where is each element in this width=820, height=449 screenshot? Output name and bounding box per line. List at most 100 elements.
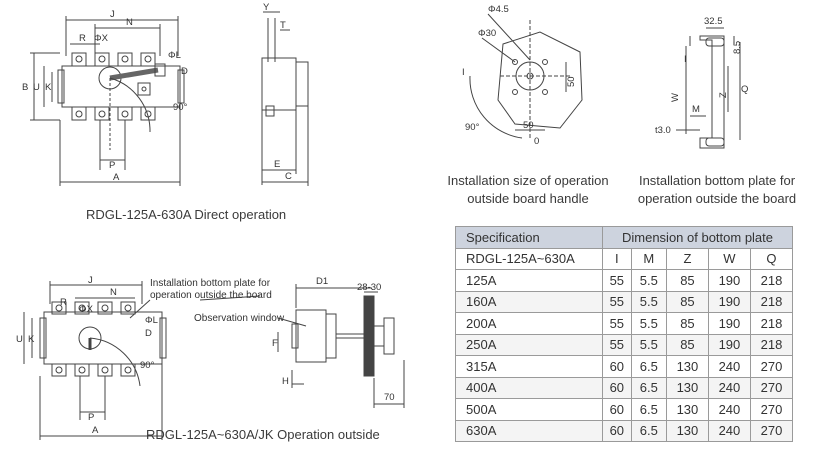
dim-N: N xyxy=(126,17,133,28)
dim-N-outside: N xyxy=(110,287,117,298)
dim-D: D xyxy=(181,66,188,77)
dim-W: W xyxy=(670,93,681,102)
callout-plate-line1: Installation bottom plate for xyxy=(150,278,271,289)
dimension-table: Specification Dimension of bottom plate … xyxy=(455,226,794,442)
caption-direct-operation: RDGL-125A-630A Direct operation xyxy=(86,207,287,222)
cell-M: 5.5 xyxy=(630,333,667,356)
front-view-outside xyxy=(23,281,167,440)
subheader-I: I xyxy=(602,247,632,270)
dim-B: B xyxy=(22,82,28,93)
header-specification: Specification xyxy=(455,226,603,249)
cell-Z: 85 xyxy=(665,312,709,335)
dim-Z: Z xyxy=(718,92,729,98)
caption-handle-line2: outside board handle xyxy=(467,191,589,206)
cell-spec: 160A xyxy=(455,290,603,313)
dim-I-plate: I xyxy=(684,54,687,65)
cell-W: 190 xyxy=(707,290,751,313)
cell-I: 55 xyxy=(602,312,632,335)
side-view-direct xyxy=(261,11,309,186)
front-view-direct xyxy=(30,16,185,186)
cell-I: 55 xyxy=(602,290,632,313)
dim-0: 0 xyxy=(534,136,539,147)
dim-t3: t3.0 xyxy=(655,125,671,136)
cell-Z: 85 xyxy=(665,333,709,356)
dim-phix: ΦX xyxy=(94,33,109,44)
dim-T: T xyxy=(280,20,286,31)
dim-A: A xyxy=(113,172,120,183)
cell-Q: 270 xyxy=(749,419,794,442)
dim-50-vertical: 50 xyxy=(566,76,577,87)
dim-90deg-outside: 90° xyxy=(140,360,155,371)
cell-spec: 500A xyxy=(455,398,603,421)
cell-Q: 218 xyxy=(749,290,794,313)
cell-W: 240 xyxy=(707,398,751,421)
dim-M: M xyxy=(692,104,700,115)
cell-Z: 85 xyxy=(665,269,709,292)
table-subheader-row: RDGL-125A~630A I M Z W Q xyxy=(455,247,794,270)
dim-U-outside: U xyxy=(16,334,23,345)
cell-I: 60 xyxy=(602,355,632,378)
handle-plate xyxy=(469,13,583,140)
dim-K-outside: K xyxy=(28,334,35,345)
cell-M: 6.5 xyxy=(630,355,667,378)
cell-I: 60 xyxy=(602,398,632,421)
cell-Z: 130 xyxy=(665,398,709,421)
dim-J-outside: J xyxy=(88,275,93,286)
dim-phix-outside: ΦX xyxy=(79,304,94,315)
cell-W: 240 xyxy=(707,419,751,442)
cell-W: 190 xyxy=(707,269,751,292)
cell-Q: 218 xyxy=(749,312,794,335)
caption-operation-outside: RDGL-125A~630A/JK Operation outside xyxy=(146,427,380,442)
cell-Q: 270 xyxy=(749,376,794,399)
dim-8-5: 8.5 xyxy=(732,41,743,54)
subheader-W: W xyxy=(707,247,751,270)
dim-R-outside: R xyxy=(60,297,67,308)
dim-70: 70 xyxy=(384,392,395,403)
cell-Q: 218 xyxy=(749,333,794,356)
subheader-M: M xyxy=(630,247,667,270)
callout-plate-line2: operation outside the board xyxy=(150,290,272,301)
dim-28-30: 28-30 xyxy=(357,282,381,293)
dim-H: H xyxy=(282,376,289,387)
cell-M: 6.5 xyxy=(630,419,667,442)
cell-M: 5.5 xyxy=(630,269,667,292)
cell-I: 55 xyxy=(602,333,632,356)
cell-W: 190 xyxy=(707,333,751,356)
cell-spec: 125A xyxy=(455,269,603,292)
cell-I: 55 xyxy=(602,269,632,292)
dim-F: F xyxy=(272,338,278,349)
caption-plate-line2: operation outside the board xyxy=(637,191,797,206)
cell-I: 60 xyxy=(602,376,632,399)
dim-D1: D1 xyxy=(316,276,328,287)
caption-handle-line1: Installation size of operation xyxy=(447,173,609,188)
caption-plate: Installation bottom plate for operation … xyxy=(626,172,808,208)
cell-Q: 270 xyxy=(749,355,794,378)
caption-handle: Installation size of operation outside b… xyxy=(434,172,622,208)
cell-W: 240 xyxy=(707,355,751,378)
subheader-model: RDGL-125A~630A xyxy=(455,247,603,270)
cell-Z: 85 xyxy=(665,290,709,313)
dim-E: E xyxy=(274,159,280,170)
cell-Q: 218 xyxy=(749,269,794,292)
cell-M: 6.5 xyxy=(630,398,667,421)
dim-90deg-handle: 90° xyxy=(465,122,480,133)
dim-phil: ΦL xyxy=(168,50,181,61)
dim-A-outside: A xyxy=(92,425,99,436)
dim-R: R xyxy=(79,33,86,44)
cell-M: 5.5 xyxy=(630,290,667,313)
dim-32-5: 32.5 xyxy=(704,16,723,27)
cell-spec: 250A xyxy=(455,333,603,356)
side-view-outside xyxy=(199,284,405,408)
cell-spec: 315A xyxy=(455,355,603,378)
cell-Q: 270 xyxy=(749,398,794,421)
dim-P-outside: P xyxy=(88,412,94,423)
cell-Z: 130 xyxy=(665,419,709,442)
header-dimension: Dimension of bottom plate xyxy=(602,226,793,249)
